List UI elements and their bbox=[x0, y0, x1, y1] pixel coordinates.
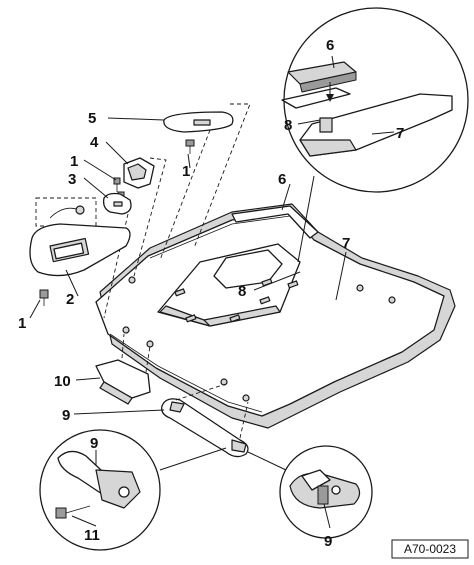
callout-bracket: 4 bbox=[90, 134, 99, 151]
trim-panel bbox=[95, 359, 151, 405]
callout-sunvisor-clip-bracket: 1 bbox=[70, 153, 78, 170]
inset-link-line bbox=[297, 175, 315, 263]
callout-screw: 11 bbox=[84, 527, 100, 544]
callout-sunroof-trim-inset: 8 bbox=[284, 117, 292, 134]
sun-visor bbox=[29, 197, 131, 306]
callout-headliner: 7 bbox=[342, 235, 350, 252]
detail-inset-handle-mount bbox=[39, 429, 161, 551]
headliner-panel bbox=[95, 203, 456, 429]
inset-link-line-right bbox=[247, 451, 287, 471]
callout-sun-visor: 2 bbox=[66, 291, 74, 308]
interior-light bbox=[163, 111, 234, 154]
seal-strip bbox=[231, 205, 319, 239]
callout-seal-strip: 6 bbox=[278, 171, 286, 188]
sunvisor-bracket-cover bbox=[102, 192, 132, 215]
figure-id-text: A70-0023 bbox=[404, 542, 456, 556]
callout-interior-light: 5 bbox=[88, 110, 96, 127]
callout-sunroof-trim: 8 bbox=[238, 283, 246, 300]
detail-inset-handle-clip bbox=[279, 445, 373, 539]
leader-lines bbox=[29, 55, 395, 529]
sunvisor-bracket bbox=[113, 157, 155, 199]
callout-seal-strip-inset: 6 bbox=[326, 37, 334, 54]
callout-grab-handle-left-inset: 9 bbox=[90, 435, 98, 452]
callout-headliner-inset: 7 bbox=[396, 125, 404, 142]
callout-grab-handle-right-inset: 9 bbox=[324, 533, 332, 550]
callout-trim-panel: 10 bbox=[54, 373, 71, 390]
callout-grab-handle: 9 bbox=[62, 407, 70, 424]
grab-handle bbox=[161, 398, 249, 458]
callout-sunvisor-clip-left: 1 bbox=[18, 315, 26, 332]
detail-inset-sunroof-seal bbox=[281, 7, 469, 193]
callout-sunvisor-clip-light: 1 bbox=[182, 163, 190, 180]
inset-link-line-left bbox=[159, 447, 227, 471]
figure-id-label: A70-0023 bbox=[391, 539, 469, 559]
callout-bracket-cover: 3 bbox=[68, 171, 76, 188]
